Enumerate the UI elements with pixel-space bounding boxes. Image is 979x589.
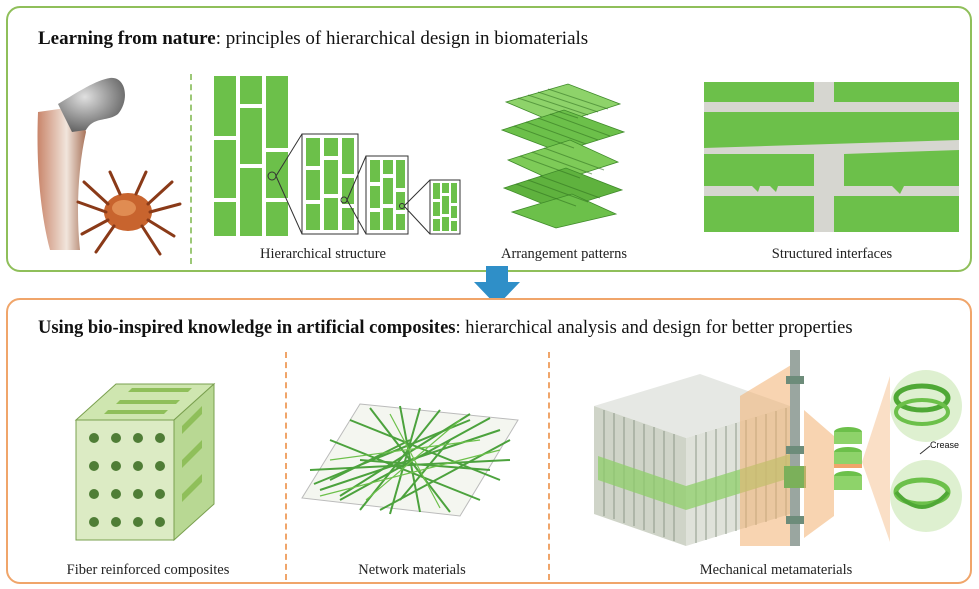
caption-network-materials: Network materials [358,562,466,578]
down-arrow-icon [474,266,520,306]
mechanical-metamaterials-illustration [590,346,970,556]
bottom-panel-title: Using bio-inspired knowledge in artifici… [38,318,853,338]
hierarchical-structure-illustration [210,72,465,242]
bottom-section-divider-1 [285,352,287,580]
top-panel-title: Learning from nature: principles of hier… [38,28,589,49]
bone-and-crab-illustration [28,72,188,257]
caption-hierarchical-structure: Hierarchical structure [260,246,386,262]
crease-label: Crease [930,440,960,450]
caption-structured-interfaces: Structured interfaces [771,246,893,262]
fiber-reinforced-composite-illustration [72,380,222,545]
structured-interfaces-illustration [704,82,959,232]
caption-arrangement-patterns: Arrangement patterns [500,246,628,262]
caption-mechanical-metamaterials: Mechanical metamaterials [699,562,853,578]
network-materials-illustration [300,400,520,520]
arrangement-patterns-illustration [498,80,628,230]
bottom-section-divider-2 [548,352,550,580]
caption-fiber-reinforced-composites: Fiber reinforced composites [66,562,230,578]
top-section-divider [190,74,192,264]
